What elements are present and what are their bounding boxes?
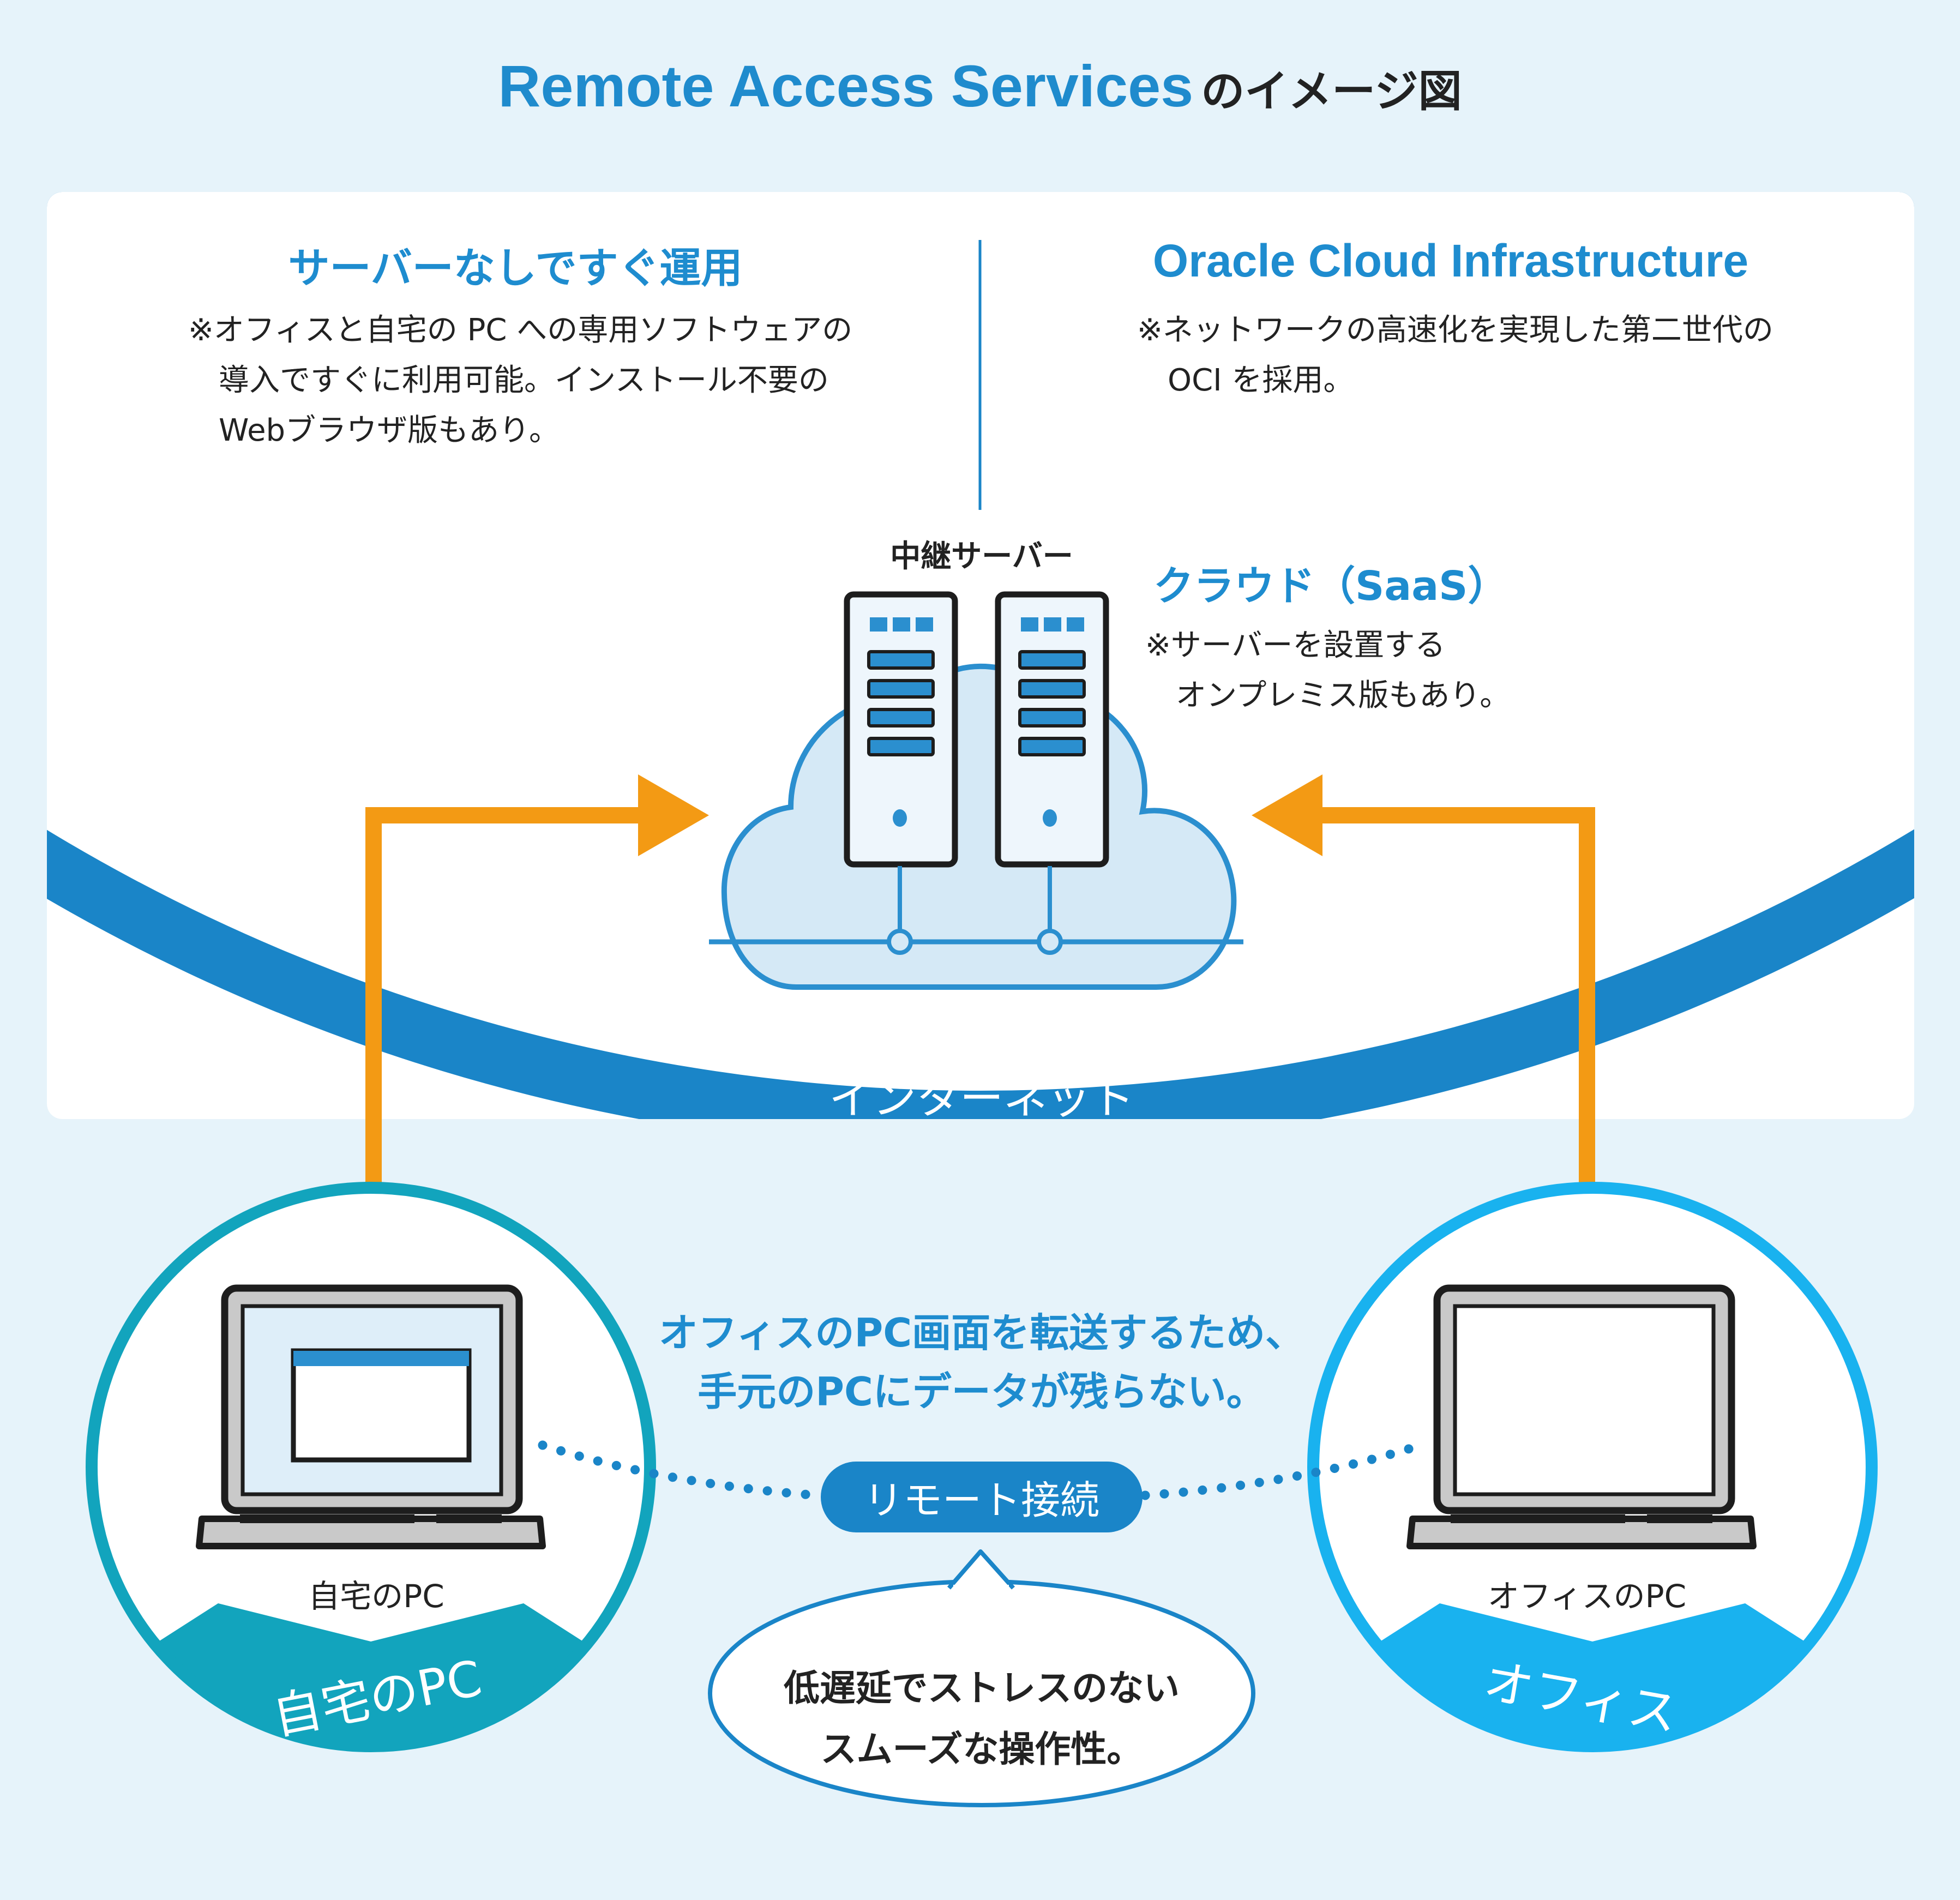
bubble-message: 低遅延でストレスのない スムーズな操作性。	[784, 1667, 1180, 1770]
server-rack-left-icon	[844, 591, 958, 955]
server-rack-right-icon	[995, 591, 1109, 955]
arrow-home-to-cloud	[365, 774, 709, 1183]
left-panel-note: ※オフィスと自宅の PC への専用ソフトウェアの 導入ですぐに利用可能。インスト…	[188, 312, 853, 448]
right-panel-note: ※ネットワークの高速化を実現した第二世代の OCI を採用。	[1137, 312, 1773, 398]
title-main: Remote Access Services	[498, 53, 1194, 119]
title-suffix: のイメージ図	[1201, 66, 1462, 117]
left-panel-heading: サーバーなしですぐ運用	[288, 244, 743, 292]
remote-line-left	[538, 1440, 823, 1500]
cloud-note: ※サーバーを設置する オンプレミス版もあり。	[1145, 628, 1511, 713]
transfer-message: オフィスのPC画面を転送するため、 手元のPCにデータが残らない。	[658, 1310, 1305, 1415]
office-laptop-icon	[1406, 1284, 1757, 1549]
cloud-label: クラウド（SaaS）	[1153, 563, 1508, 610]
remote-line-right	[1140, 1440, 1426, 1500]
remote-connection-pill	[821, 1462, 1143, 1532]
speech-bubble	[708, 1549, 1255, 1807]
home-pc-caption: 自宅のPC	[308, 1578, 444, 1615]
remote-connection-label: リモート接続	[863, 1477, 1099, 1523]
top-panel	[47, 192, 1914, 1119]
right-panel-heading: Oracle Cloud Infrastructure	[1152, 235, 1749, 286]
arrow-office-to-cloud	[1252, 774, 1595, 1183]
office-ribbon-shape	[1313, 1603, 1872, 1746]
home-laptop-icon	[196, 1284, 546, 1549]
relay-server-label: 中継サーバー	[890, 539, 1073, 574]
internet-label: インターネット	[829, 1073, 1134, 1124]
office-pc-caption: オフィスのPC	[1487, 1578, 1687, 1615]
home-ribbon-shape	[92, 1603, 650, 1746]
